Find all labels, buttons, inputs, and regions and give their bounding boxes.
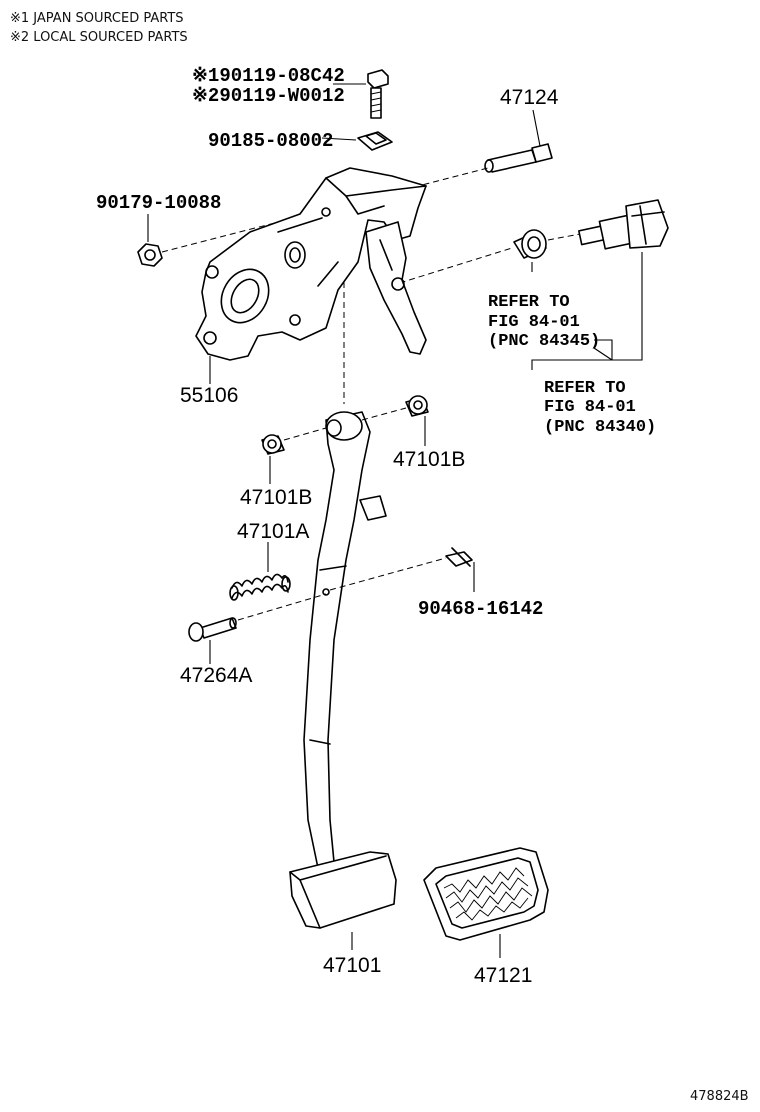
- ref2-line1[interactable]: REFER TO: [544, 379, 626, 398]
- axis-line-switch: [547, 233, 581, 241]
- part-label-55106[interactable]: 55106: [180, 384, 238, 407]
- ref1-line2[interactable]: FIG 84-01: [488, 313, 580, 332]
- part-label-47124[interactable]: 47124: [500, 86, 559, 109]
- part-label-90179-10088[interactable]: 90179-10088: [96, 192, 221, 214]
- part-label-47121[interactable]: 47121: [474, 964, 532, 987]
- part-label-90119-08c42[interactable]: ※190119-08C42: [192, 65, 345, 87]
- stop-switch-84340-drawing: [578, 199, 669, 250]
- bushing-84345-drawing: [513, 229, 547, 259]
- bushing-47101b-left-drawing: [261, 434, 285, 455]
- leader-ref1: [594, 339, 613, 360]
- clip-90468-drawing: [445, 547, 473, 567]
- part-label-47264a[interactable]: 47264A: [180, 664, 252, 687]
- axis-line-mid: [389, 247, 513, 287]
- pedal-pad-47121-drawing: [423, 847, 549, 941]
- bushing-47101b-right-drawing: [405, 395, 429, 417]
- part-label-47101a[interactable]: 47101A: [237, 520, 309, 543]
- nut-90185-drawing: [357, 131, 393, 151]
- bolt-47124-drawing: [484, 143, 553, 173]
- leader-90185: [321, 137, 357, 141]
- axis-line-bushing-right: [361, 407, 407, 421]
- ref2-line3[interactable]: (PNC 84340): [544, 418, 656, 437]
- axis-line-upper: [161, 167, 489, 253]
- ref1-line3[interactable]: (PNC 84345): [488, 332, 600, 351]
- nut-90179-drawing: [137, 243, 163, 267]
- axis-line-bushing-left: [283, 427, 327, 441]
- note-local-sourced: ※2 LOCAL SOURCED PARTS: [10, 30, 188, 45]
- bracket-55106-drawing: [195, 167, 427, 361]
- part-label-90119-w0012[interactable]: ※290119-W0012: [192, 85, 345, 107]
- axis-line-pin: [237, 593, 327, 621]
- part-label-90468-16142[interactable]: 90468-16142: [418, 598, 543, 620]
- bolt-90119-drawing: [367, 69, 389, 119]
- spring-47101a-drawing: [229, 573, 291, 601]
- part-label-47101b-left[interactable]: 47101B: [240, 486, 312, 509]
- leader-switch: [531, 252, 643, 370]
- leader-ref1-bracket: [593, 347, 613, 361]
- figure-id: 478824B: [690, 1089, 749, 1104]
- part-label-90185-08002[interactable]: 90185-08002: [208, 130, 333, 152]
- part-label-47101[interactable]: 47101: [323, 954, 381, 977]
- ref2-line2[interactable]: FIG 84-01: [544, 398, 636, 417]
- part-label-47101b-right[interactable]: 47101B: [393, 448, 465, 471]
- pedal-arm-47101-drawing: [289, 411, 397, 929]
- ref1-line1[interactable]: REFER TO: [488, 293, 570, 312]
- note-japan-sourced: ※1 JAPAN SOURCED PARTS: [10, 11, 184, 26]
- leader-47124: [532, 109, 541, 147]
- axis-line-clip: [329, 557, 447, 591]
- pin-47264a-drawing: [188, 617, 237, 642]
